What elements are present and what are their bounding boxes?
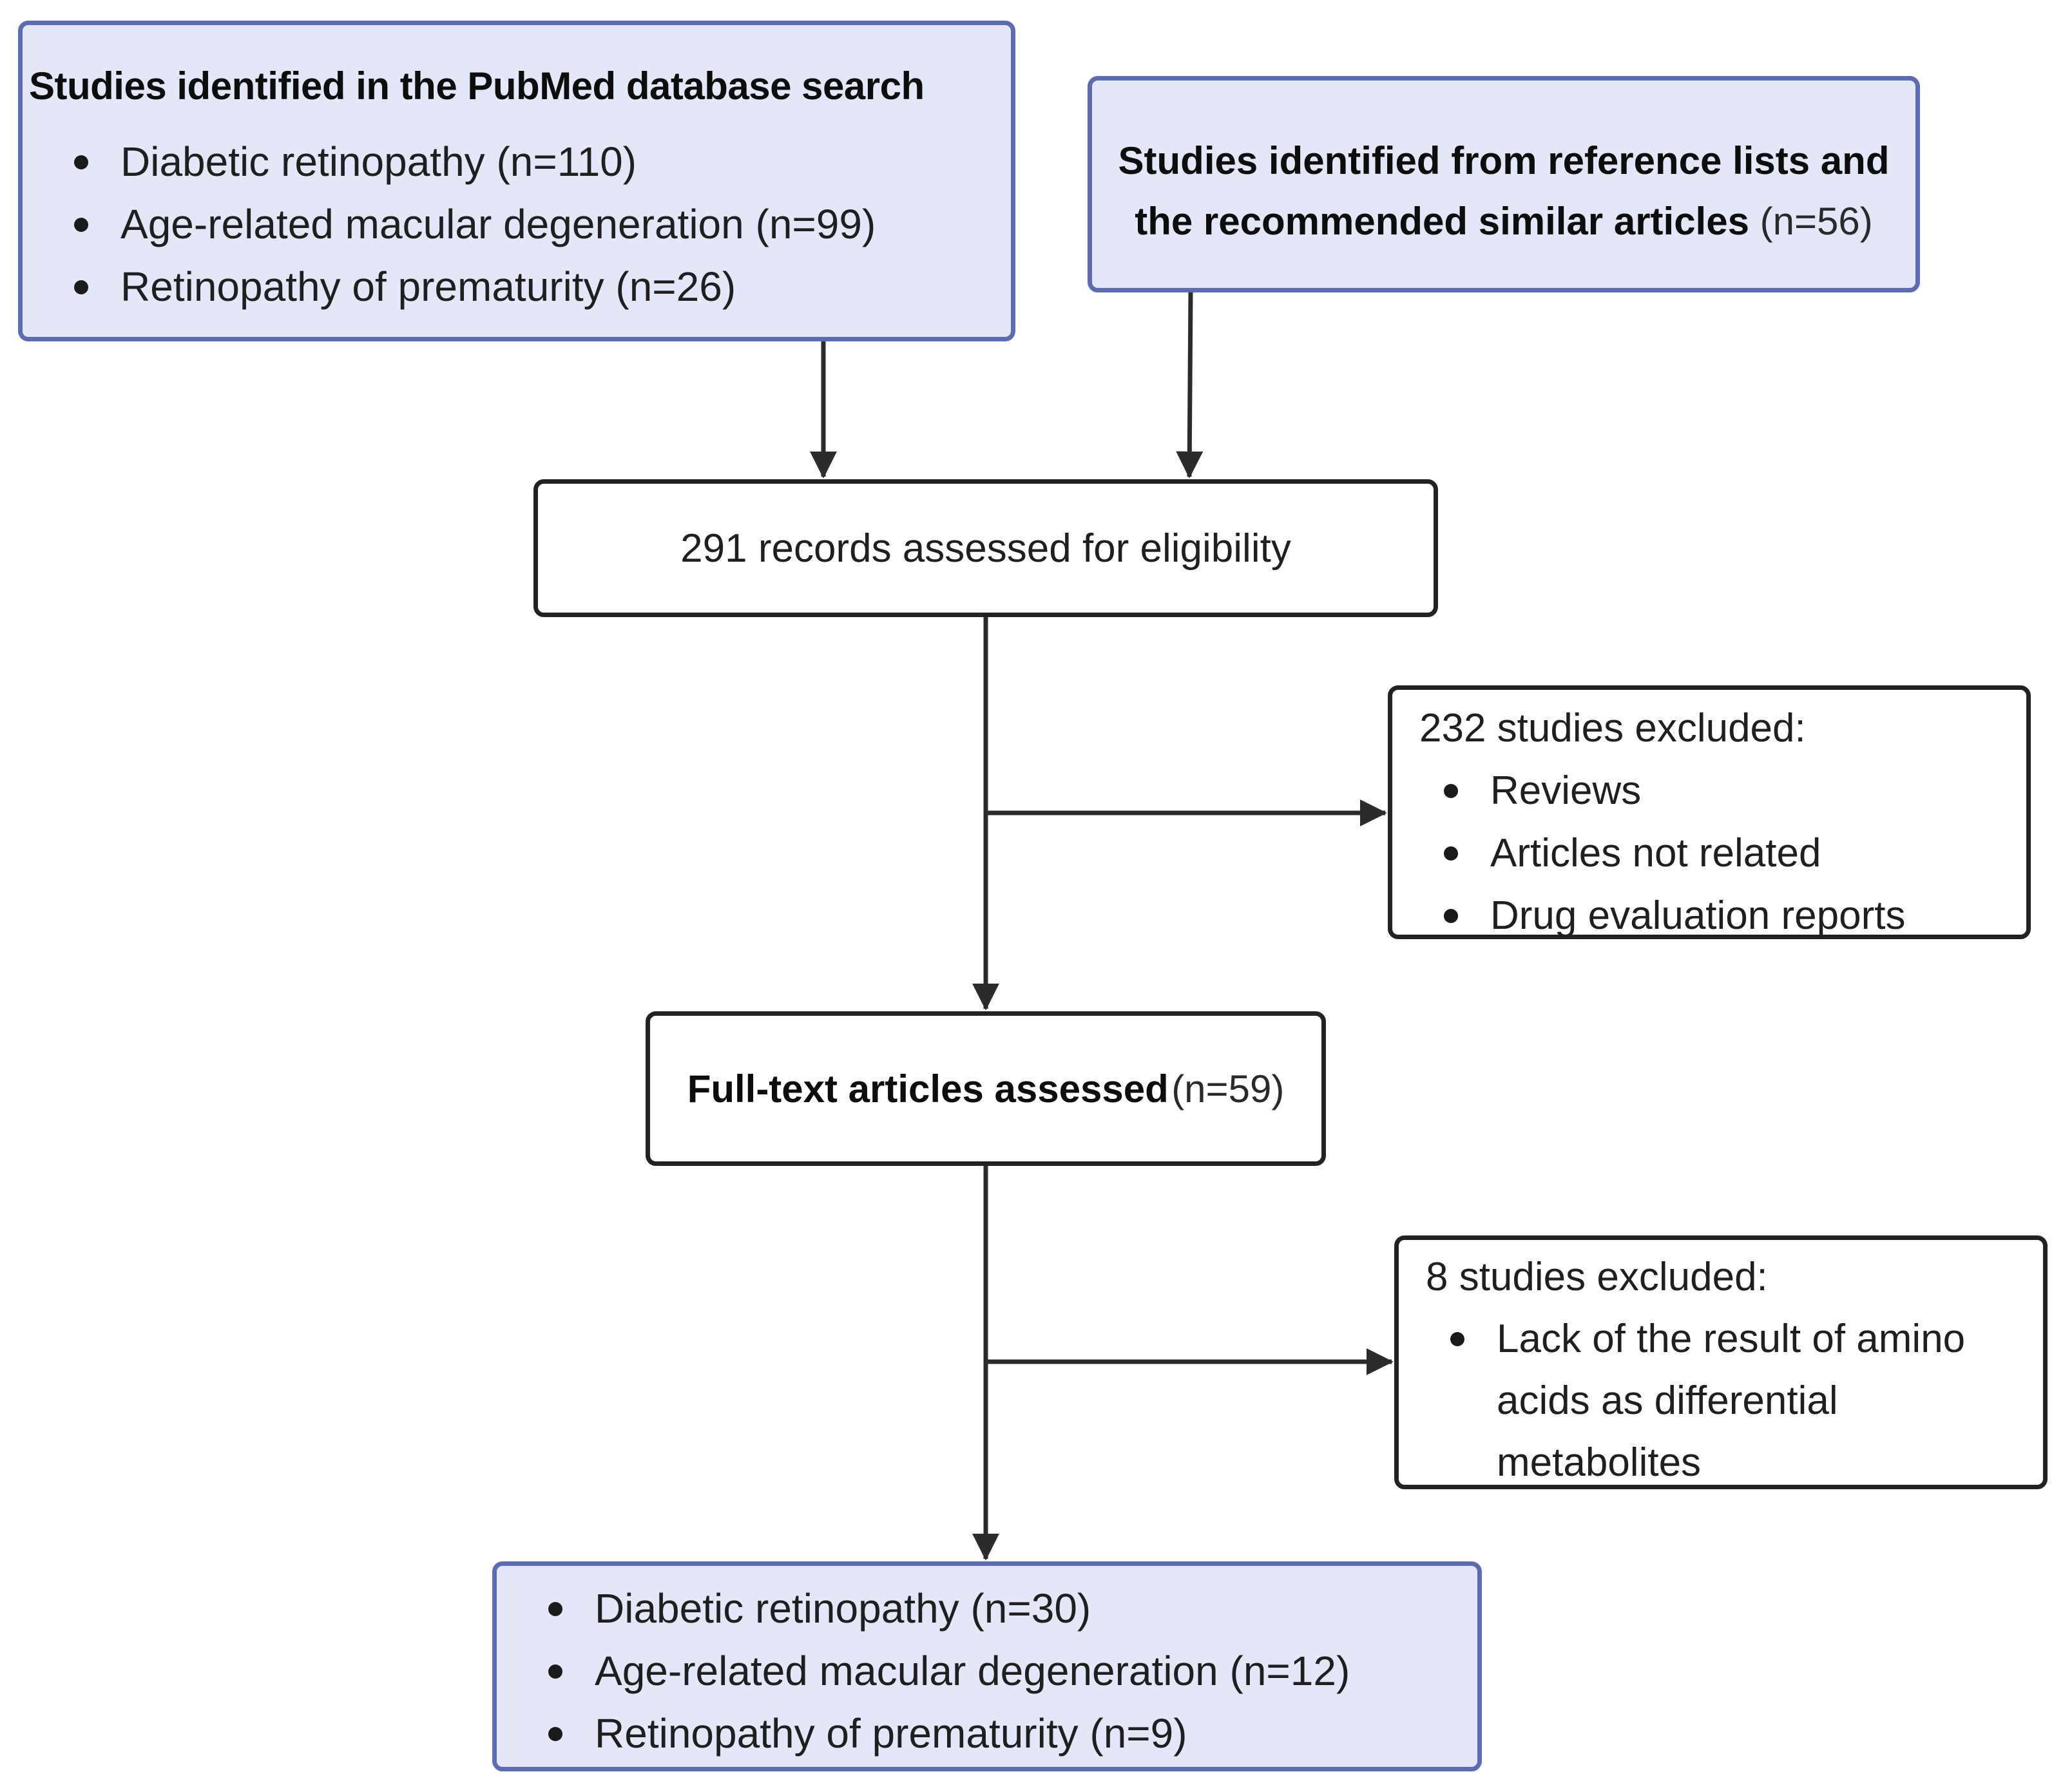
exclusion-1-title: 232 studies excluded: [1419, 706, 1806, 750]
list-item: Drug evaluation reports [1392, 884, 1905, 947]
list-item: Reviews [1392, 759, 1905, 822]
records-assessed-text: 291 records assessed for eligibility [680, 526, 1291, 571]
list-item: Diabetic retinopathy (n=110) [23, 131, 876, 193]
pubmed-search-box: Studies identified in the PubMed databas… [18, 21, 1015, 341]
exclusion-1-list: Reviews Articles not related Drug evalua… [1392, 759, 1905, 947]
exclusion-box-2: 8 studies excluded: Lack of the result o… [1394, 1235, 2048, 1489]
exclusion-2-list: Lack of the result of amino acids as dif… [1399, 1308, 2012, 1494]
fulltext-assessed-box: Full-text articles assessed (n=59) [646, 1011, 1326, 1166]
reference-lists-count: (n=56) [1760, 200, 1873, 243]
list-item: Lack of the result of amino acids as dif… [1399, 1308, 2012, 1494]
list-item: Articles not related [1392, 822, 1905, 884]
included-studies-box: Diabetic retinopathy (n=30) Age-related … [492, 1561, 1482, 1771]
exclusion-2-title: 8 studies excluded: [1426, 1255, 1768, 1299]
list-item: Age-related macular degeneration (n=12) [497, 1640, 1350, 1702]
reference-lists-title-line-1: Studies identified from reference lists … [1118, 139, 1890, 182]
arrow-references-to-records [1176, 292, 1204, 479]
included-studies-list: Diabetic retinopathy (n=30) Age-related … [497, 1578, 1350, 1765]
list-item: Retinopathy of prematurity (n=9) [497, 1702, 1350, 1765]
reference-lists-box: Studies identified from reference lists … [1088, 76, 1920, 292]
list-item: Age-related macular degeneration (n=99) [23, 193, 876, 256]
list-item: Retinopathy of prematurity (n=26) [23, 256, 876, 318]
pubmed-search-list: Diabetic retinopathy (n=110) Age-related… [23, 131, 876, 318]
records-assessed-box: 291 records assessed for eligibility [533, 479, 1438, 617]
reference-lists-title-bold: the recommended similar articles [1135, 200, 1749, 243]
fulltext-assessed-label: Full-text articles assessed [687, 1067, 1169, 1110]
reference-lists-title-line-2: the recommended similar articles (n=56) [1092, 191, 1915, 252]
list-item: Diabetic retinopathy (n=30) [497, 1578, 1350, 1640]
exclusion-box-1: 232 studies excluded: Reviews Articles n… [1388, 685, 2031, 939]
fulltext-assessed-count: (n=59) [1171, 1067, 1285, 1110]
pubmed-search-title: Studies identified in the PubMed databas… [29, 64, 925, 108]
